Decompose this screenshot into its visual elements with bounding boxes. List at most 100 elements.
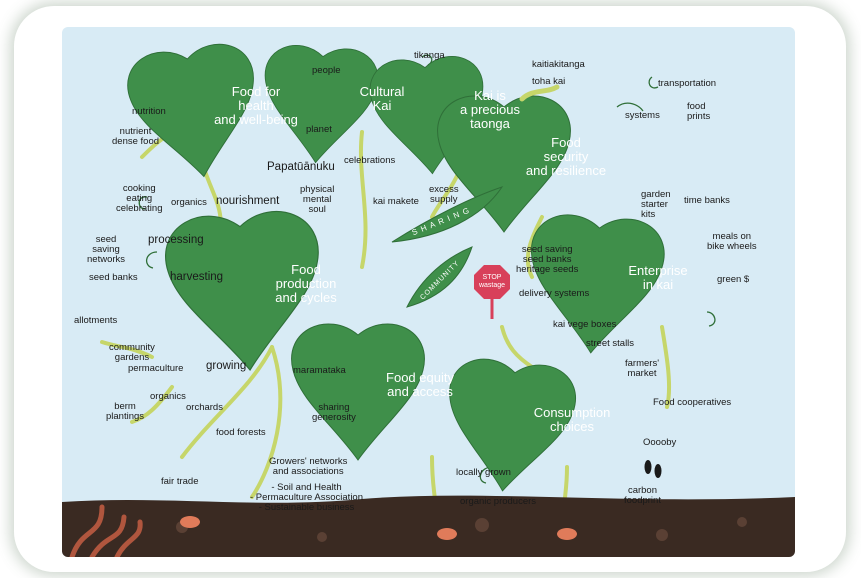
label-growing: growing [206, 360, 247, 372]
label-organics-top: organics [171, 197, 207, 208]
soil-ground [62, 495, 795, 557]
sharing-pod [391, 186, 504, 243]
label-kai-vege: kai vege boxes [553, 319, 617, 330]
seed [437, 528, 457, 540]
seed [557, 528, 577, 540]
label-delivery: delivery systems [519, 288, 590, 299]
label-maramataka: maramataka [293, 365, 346, 376]
label-organics-low: organics [150, 391, 186, 402]
footprints-icon [644, 460, 662, 478]
vine-stem [180, 345, 274, 459]
tendril [706, 311, 716, 327]
tendril [138, 196, 148, 210]
label-nutrition: nutrition [132, 106, 166, 117]
hand-icon [519, 84, 560, 102]
label-food-coops: Food cooperatives [653, 397, 732, 408]
label-green-dollar: green $ [717, 274, 750, 285]
leaf-consumption [449, 358, 576, 492]
label-organic-producers: organic producers [460, 496, 537, 507]
label-farmers-market: farmers'market [625, 358, 660, 379]
worm [114, 519, 143, 557]
label-kaitiakitanga: kaitiakitanga [532, 59, 585, 70]
leaf-food-security [437, 95, 571, 233]
vine-stem [358, 130, 368, 269]
label-orchards: orchards [186, 402, 223, 413]
soil-clump [656, 529, 668, 541]
label-ooby: Ooooby [643, 437, 677, 448]
footprint [654, 464, 662, 478]
leaf-enterprise [530, 214, 665, 354]
label-soil-health: - Soil and Health- Permaculture Associat… [250, 482, 363, 513]
label-systems: systems [625, 110, 660, 121]
community-pod [406, 246, 473, 308]
leaf-kai-precious [369, 56, 484, 175]
tendril [648, 76, 659, 89]
vine-stem [100, 340, 154, 359]
seeds [180, 516, 577, 540]
label-street-stalls: street stalls [586, 338, 635, 349]
label-locally-grown: locally grown [456, 467, 511, 478]
diagram-artwork [62, 43, 795, 557]
label-food-forests: food forests [216, 427, 266, 438]
label-processing: processing [148, 234, 204, 246]
label-time-banks: time banks [684, 195, 730, 206]
tendril [146, 251, 158, 269]
worm [69, 504, 105, 557]
soil-clump [475, 518, 489, 532]
vine-stem [130, 385, 174, 424]
soil-clump [317, 532, 327, 542]
label-kai-makete: kai makete [373, 196, 419, 207]
earthworms [69, 504, 143, 557]
label-fair-trade: fair trade [161, 476, 199, 487]
vine-stem [525, 215, 544, 279]
label-celebrations: celebrations [344, 155, 396, 166]
leaf-food-equity [291, 323, 425, 461]
seed [180, 516, 200, 528]
label-seed-banks: seed banks [89, 272, 138, 283]
stop-sign [474, 265, 510, 299]
label-harvesting: harvesting [170, 271, 224, 283]
label-allotments: allotments [74, 315, 118, 326]
worm [89, 514, 127, 557]
label-toha-kai: toha kai [532, 76, 566, 87]
vine-stem [500, 325, 534, 369]
leaf-shapes [127, 43, 665, 492]
label-nourishment: nourishment [216, 195, 280, 207]
leaf-food-production [165, 211, 319, 372]
soil-texture [176, 517, 747, 542]
footprint [644, 460, 652, 474]
leaf-food-health [127, 43, 254, 178]
label-people: people [312, 65, 341, 76]
vine-stem [250, 345, 283, 499]
label-planet: planet [306, 124, 332, 135]
vine-stem [660, 325, 672, 409]
leaf-cultural-kai [264, 45, 379, 164]
label-papatuanuku: Papatūānuku [267, 161, 335, 173]
label-tikanga: tikanga [414, 50, 445, 61]
tendril [616, 102, 644, 112]
soil-clump [737, 517, 747, 527]
label-transportation: transportation [658, 78, 717, 89]
